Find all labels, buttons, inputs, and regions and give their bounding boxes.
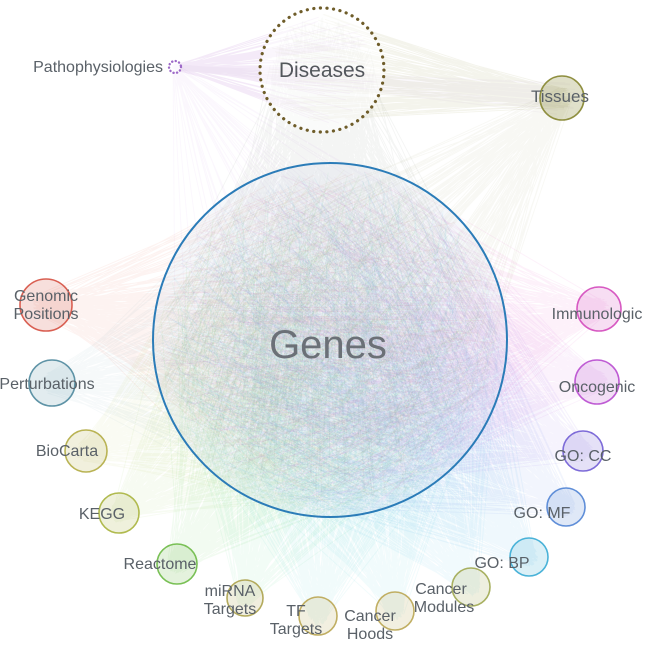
edge-bundle-mirna_targets-to-genes <box>159 172 489 607</box>
node-oncogenic[interactable] <box>574 359 620 405</box>
node-label-cancer_hoods-line1: Cancer <box>344 608 396 625</box>
node-cancer_modules[interactable] <box>451 567 491 607</box>
node-label-perturbations: Perturbations <box>0 376 95 393</box>
edge-bundle-perturbations-to-genes <box>41 179 497 500</box>
node-label-go_mf: GO: MF <box>514 505 571 522</box>
edge-bundle-tissues-to-genes <box>160 87 574 509</box>
node-label-mirna_targets-line2: Targets <box>204 601 256 618</box>
node-label-cancer_modules-line1: Cancer <box>415 581 467 598</box>
node-label-go_bp: GO: BP <box>474 555 529 572</box>
node-go_cc[interactable] <box>562 430 604 472</box>
nodes-layer <box>19 6 622 636</box>
node-mirna_targets[interactable] <box>226 579 264 617</box>
node-label-tf_targets-line1: TF <box>286 603 306 620</box>
labels-layer: Genes Diseases PathophysiologiesTissuesGen… <box>0 59 642 643</box>
node-reactome[interactable] <box>156 543 198 585</box>
node-go_bp[interactable] <box>509 537 549 577</box>
node-label-genomic_positions-line1: Genomic <box>14 288 78 305</box>
node-label-immunologic: Immunologic <box>552 306 643 323</box>
node-genomic_positions[interactable] <box>19 278 73 332</box>
node-go_mf[interactable] <box>546 487 586 527</box>
node-label-genomic_positions-line2: Positions <box>14 306 79 323</box>
node-label-biocarta: BioCarta <box>36 443 98 460</box>
edge-bundle-kegg-to-genes <box>109 175 495 523</box>
node-label-oncogenic: Oncogenic <box>559 379 636 396</box>
node-label-tissues: Tissues <box>531 87 589 106</box>
node-label-genes: Genes <box>269 323 387 367</box>
edge-bundle-tissues-to-diseases <box>267 13 573 122</box>
edge-bundles-layer <box>33 13 610 626</box>
node-pathophysiologies[interactable] <box>167 59 183 75</box>
edge-bundle-immunologic-to-genes <box>169 171 610 506</box>
node-label-diseases: Diseases <box>279 59 365 82</box>
node-label-cancer_modules-line2: Modules <box>414 599 474 616</box>
edge-bundle-biocarta-to-genes <box>76 169 499 509</box>
node-label-kegg: KEGG <box>79 506 125 523</box>
node-label-pathophysiologies: Pathophysiologies <box>33 59 163 76</box>
edge-bundle-go_mf-to-genes <box>160 178 576 517</box>
node-label-tf_targets-line2: Targets <box>270 621 322 638</box>
node-label-reactome: Reactome <box>124 556 197 573</box>
node-label-cancer_hoods-line2: Hoods <box>347 626 393 643</box>
node-diseases[interactable] <box>258 6 386 134</box>
edge-bundle-go_bp-to-genes <box>167 171 539 567</box>
node-label-go_cc: GO: CC <box>555 448 612 465</box>
edge-bundle-pathophysiologies-to-genes <box>171 63 498 505</box>
node-genes[interactable] <box>152 162 508 518</box>
node-label-mirna_targets-line1: miRNA <box>205 583 256 600</box>
node-immunologic[interactable] <box>576 286 622 332</box>
edge-bundle-reactome-to-genes <box>160 175 500 574</box>
edge-bundle-diseases-to-genes <box>159 17 498 500</box>
edge-bundle-oncogenic-to-genes <box>160 176 608 501</box>
node-cancer_hoods[interactable] <box>375 591 415 631</box>
node-tissues[interactable] <box>539 75 585 121</box>
node-tf_targets[interactable] <box>298 596 338 636</box>
node-kegg[interactable] <box>98 492 140 534</box>
node-perturbations[interactable] <box>28 359 76 407</box>
node-biocarta[interactable] <box>64 429 108 473</box>
edge-bundle-cancer_hoods-to-genes <box>173 181 495 621</box>
edge-bundle-cancer_modules-to-genes <box>164 178 501 597</box>
